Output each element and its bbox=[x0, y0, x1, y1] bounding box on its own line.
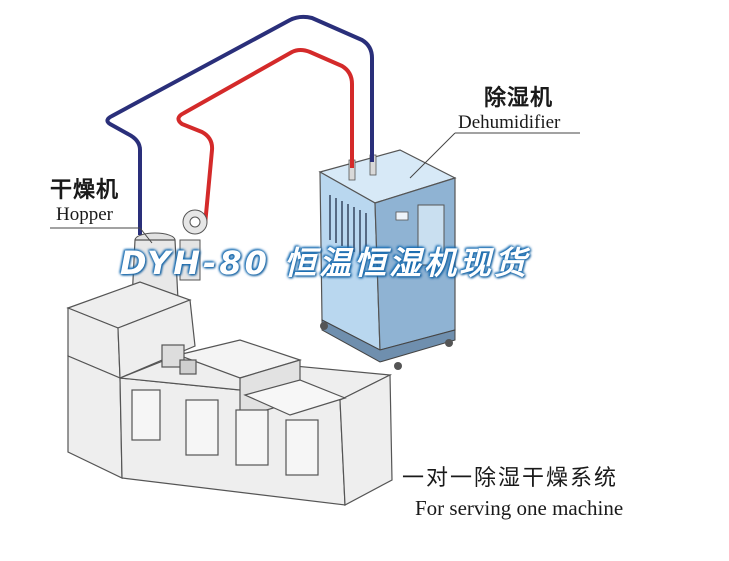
dehumidifier-leader bbox=[409, 132, 456, 179]
return-pipe bbox=[105, 14, 374, 235]
dehumidifier-unit bbox=[318, 149, 457, 370]
hopper-label-zh: 干燥机 bbox=[50, 178, 120, 203]
supply-pipe bbox=[176, 48, 354, 226]
dehumidifier-label-zh: 除湿机 bbox=[484, 86, 554, 111]
product-title-overlay: DYH-80 恒温恒湿机现货 bbox=[120, 244, 529, 282]
hopper-label-en: Hopper bbox=[56, 204, 113, 225]
caption-en: For serving one machine bbox=[415, 496, 624, 520]
caption-zh: 一对一除湿干燥系统 bbox=[402, 466, 619, 491]
dehumidifier-label-en: Dehumidifier bbox=[458, 112, 561, 133]
molding-machine bbox=[66, 281, 393, 506]
hopper-leader bbox=[139, 227, 153, 244]
